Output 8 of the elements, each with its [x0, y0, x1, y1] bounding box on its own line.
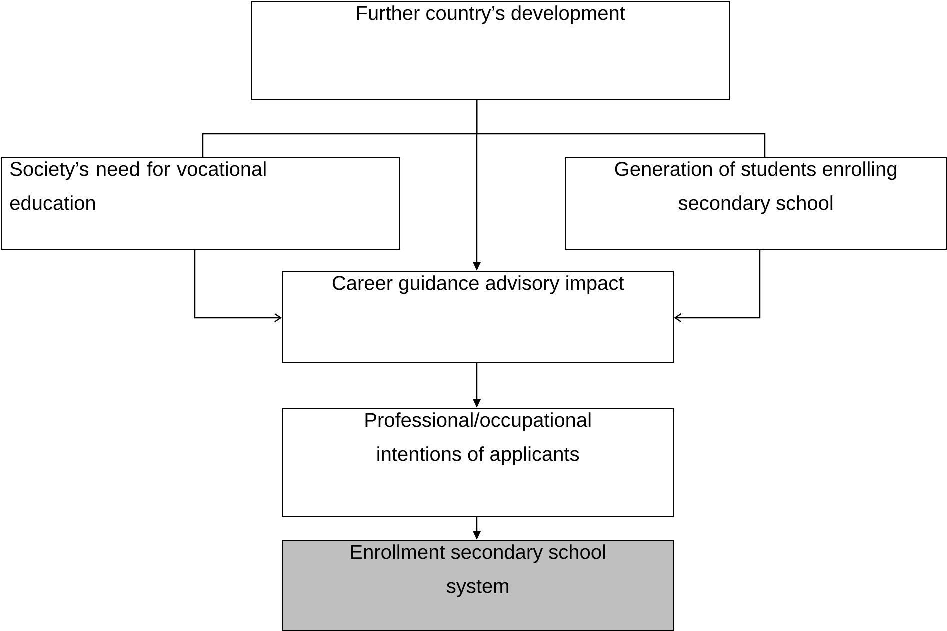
process-box: Further country’s development	[251, 1, 730, 100]
process-box: Society’s need for vocational education	[1, 157, 400, 250]
process-box: Professional/occupational intentions of applicants	[282, 408, 674, 518]
arrow	[674, 250, 761, 322]
process-box: Generation of students enrolling secondary school	[565, 157, 947, 250]
outcome-box: Enrollment secondary school system	[282, 540, 674, 631]
process-box: Career guidance advisory impact	[282, 271, 674, 364]
arrow	[194, 250, 282, 322]
